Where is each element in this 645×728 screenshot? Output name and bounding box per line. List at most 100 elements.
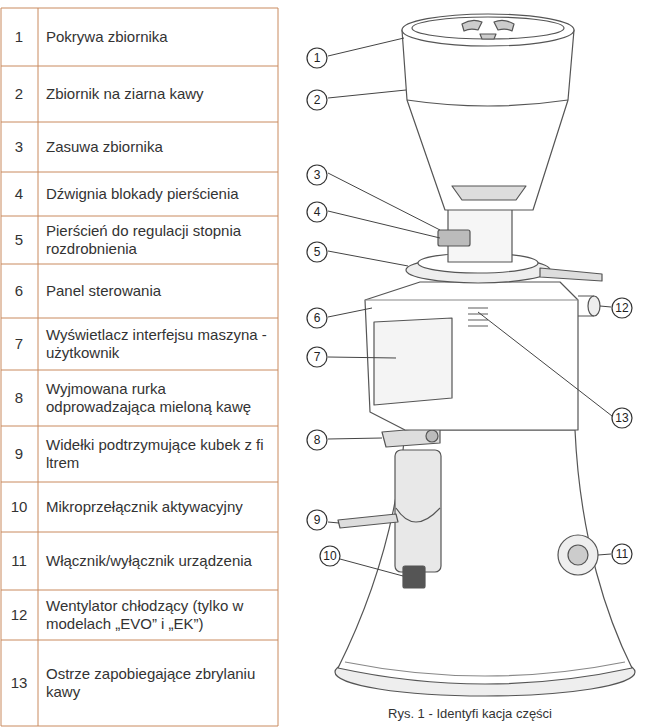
fork-prong <box>396 508 440 522</box>
table-number: 11 <box>1 552 37 570</box>
table-line <box>1 216 278 217</box>
lid-slot <box>480 34 496 39</box>
table-line <box>1 726 278 727</box>
table-number: 8 <box>1 389 37 407</box>
table-number: 1 <box>1 28 37 46</box>
lid <box>402 14 574 46</box>
table-text: Wyświetlacz interfejsu maszyna - użytkow… <box>46 326 272 362</box>
table-number: 2 <box>1 85 37 103</box>
fork-arm <box>338 514 398 528</box>
vent-slit <box>468 319 488 320</box>
callout-circle: 6 <box>306 307 328 329</box>
table-number: 9 <box>1 445 37 463</box>
callout-circle: 2 <box>306 89 328 111</box>
callout-ring <box>307 165 327 185</box>
base-seam <box>345 662 625 676</box>
leader-line <box>328 308 372 317</box>
callout-ring <box>307 308 327 328</box>
table-text: Pokrywa zbiornika <box>46 28 272 46</box>
table-number: 4 <box>1 185 37 203</box>
lock-lever <box>438 230 470 246</box>
table-text: Dźwignia blokady pierścienia <box>46 185 272 203</box>
table-line <box>38 8 39 726</box>
table-line <box>1 66 278 67</box>
table-line <box>1 426 278 427</box>
table-line <box>1 264 278 265</box>
leader-line <box>328 522 339 523</box>
table-text: Ostrze zapobiegające zbrylaniu kawy <box>46 665 272 701</box>
leader-line <box>478 312 612 416</box>
callout-circle: 9 <box>306 509 328 531</box>
table-number: 12 <box>1 606 37 624</box>
table-text: Zbiornik na ziarna kawy <box>46 85 272 103</box>
callout-ring <box>612 544 632 564</box>
leader-line <box>340 559 403 576</box>
table-number: 3 <box>1 138 37 156</box>
vent-slit <box>468 313 488 314</box>
callout-circle: 13 <box>611 407 633 429</box>
callout-ring <box>612 408 632 428</box>
table-line <box>1 8 2 726</box>
leader-line <box>328 173 440 230</box>
lower-body <box>338 430 632 684</box>
table-line <box>1 122 278 123</box>
microswitch <box>403 566 425 588</box>
table-text: Wentylator chłodzący (tylko w modelach „… <box>46 597 272 633</box>
grinder-drawing <box>335 14 635 696</box>
panel-edge <box>365 299 578 300</box>
table-line <box>1 532 278 533</box>
callout-number: 10 <box>319 550 341 562</box>
callout-ring <box>307 510 327 530</box>
table-line <box>278 8 279 726</box>
callout-number: 3 <box>306 169 328 181</box>
table-number: 13 <box>1 674 37 692</box>
callout-ring <box>307 430 327 450</box>
fan-mount <box>578 296 594 316</box>
callout-ring <box>307 90 327 110</box>
table-line <box>1 318 278 319</box>
table-text: Włącznik/wyłącznik urządzenia <box>46 552 272 570</box>
leader-line <box>328 438 382 439</box>
hopper-band <box>407 100 568 106</box>
table-text: Mikroprzełącznik aktywacyjny <box>46 498 272 516</box>
switch-ring <box>558 535 598 575</box>
spout-knob <box>426 430 438 442</box>
table-line <box>1 370 278 371</box>
callout-number: 6 <box>306 312 328 324</box>
hopper-baffle <box>452 186 526 200</box>
callout-ring <box>307 202 327 222</box>
leader-lines <box>328 38 612 576</box>
table-line <box>1 8 278 9</box>
leader-line <box>328 90 406 98</box>
table-number: 7 <box>1 335 37 353</box>
leader-line <box>328 357 396 358</box>
callout-ring <box>320 546 340 566</box>
table-number: 6 <box>1 282 37 300</box>
table-line <box>1 482 278 483</box>
lid-slot <box>494 20 514 31</box>
leader-line <box>328 251 408 266</box>
callout-number: 2 <box>306 94 328 106</box>
callout-number: 5 <box>306 246 328 258</box>
callout-circle: 10 <box>319 545 341 567</box>
callout-ring <box>307 242 327 262</box>
callout-circle: 11 <box>611 543 633 565</box>
callout-ring <box>307 347 327 367</box>
cup-recess <box>395 450 441 572</box>
callout-circle: 12 <box>611 297 633 319</box>
ring-handle <box>540 268 602 281</box>
callout-ring <box>612 298 632 318</box>
callout-number: 12 <box>611 302 633 314</box>
callout-number: 7 <box>306 351 328 363</box>
vent-slit <box>468 307 488 308</box>
leader-line <box>598 554 611 555</box>
callout-ring <box>307 48 327 68</box>
callout-circle: 3 <box>306 164 328 186</box>
leader-line <box>328 211 440 238</box>
callout-number: 9 <box>306 514 328 526</box>
callout-circle: 1 <box>306 47 328 69</box>
leader-line <box>328 38 404 56</box>
callout-number: 13 <box>611 412 633 424</box>
figure-caption: Rys. 1 - Identyfi kacja części <box>388 706 552 721</box>
